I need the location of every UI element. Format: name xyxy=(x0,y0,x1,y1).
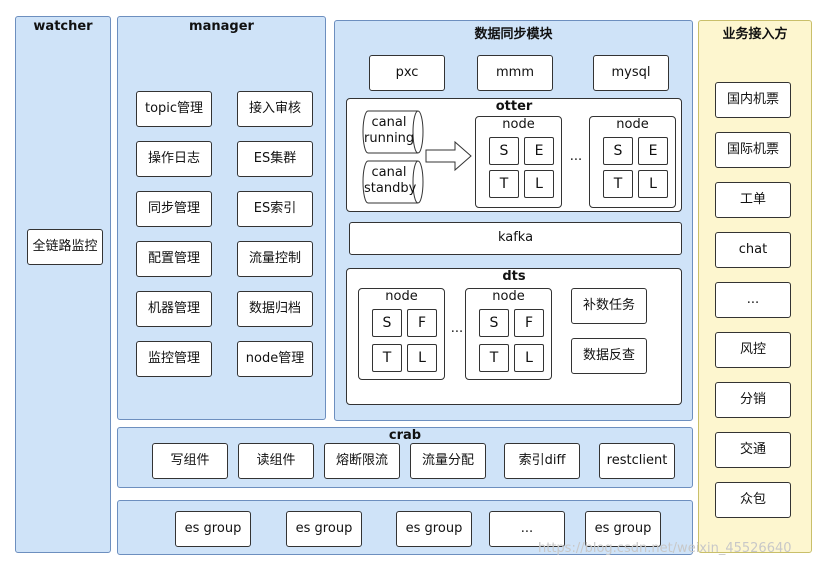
dts-node-title: node xyxy=(492,289,525,304)
dts-task-reverse-check: 数据反查 xyxy=(571,338,647,374)
business-item: chat xyxy=(715,232,791,268)
manager-item-es-cluster: ES集群 xyxy=(237,141,313,177)
dts-cell-l: L xyxy=(514,344,544,372)
dts-cell-f: F xyxy=(407,309,437,337)
manager-item-sync: 同步管理 xyxy=(136,191,212,227)
source-mmm: mmm xyxy=(477,55,553,91)
manager-item-operation-log: 操作日志 xyxy=(136,141,212,177)
canal-running-label: canal running xyxy=(364,115,415,147)
es-group-box: es group xyxy=(585,511,661,547)
business-item: 风控 xyxy=(715,332,791,368)
es-group-ellipsis-box: ... xyxy=(489,511,565,547)
business-item: ... xyxy=(715,282,791,318)
dts-ellipsis: ... xyxy=(450,321,464,336)
otter-box: otter canal running canal standby node S xyxy=(346,98,682,212)
canal-running-cylinder: canal running xyxy=(362,110,424,154)
canal-standby-cylinder: canal standby xyxy=(362,160,424,204)
manager-item-node: node管理 xyxy=(237,341,313,377)
sync-module-panel: 数据同步模块 pxc mmm mysql otter canal running… xyxy=(334,20,693,421)
crab-item-restclient: restclient xyxy=(599,443,675,479)
manager-item-topic: topic管理 xyxy=(136,91,212,127)
otter-node-2: node S E T L xyxy=(589,116,676,208)
dts-node-2: node S F T L xyxy=(465,288,552,380)
otter-cell-s: S xyxy=(603,137,633,165)
watcher-panel: watcher 全链路监控 xyxy=(15,16,111,553)
sync-module-title: 数据同步模块 xyxy=(474,27,553,42)
cylinder-icon xyxy=(362,110,424,154)
business-panel: 业务接入方 国内机票 国际机票 工单 chat ... 风控 分销 交通 众包 xyxy=(698,20,812,553)
business-item: 工单 xyxy=(715,182,791,218)
business-item: 国际机票 xyxy=(715,132,791,168)
manager-item-monitor: 监控管理 xyxy=(136,341,212,377)
kafka-box: kafka xyxy=(349,222,682,255)
crab-title: crab xyxy=(388,428,422,443)
manager-item-data-archive: 数据归档 xyxy=(237,291,313,327)
manager-title: manager xyxy=(189,19,254,34)
manager-item-access-review: 接入审核 xyxy=(237,91,313,127)
manager-item-es-index: ES索引 xyxy=(237,191,313,227)
manager-panel: manager topic管理 操作日志 同步管理 配置管理 机器管理 监控管理… xyxy=(117,16,326,420)
dts-cell-t: T xyxy=(372,344,402,372)
watcher-title: watcher xyxy=(33,19,93,34)
manager-item-flow-control: 流量控制 xyxy=(237,241,313,277)
dts-node-1: node S F T L xyxy=(358,288,445,380)
dts-cell-s: S xyxy=(479,309,509,337)
otter-cell-l: L xyxy=(524,170,554,198)
dts-box: dts node S F T L ... node S F T L 补数任务 数… xyxy=(346,268,682,405)
dts-cell-s: S xyxy=(372,309,402,337)
otter-cell-t: T xyxy=(603,170,633,198)
business-item: 众包 xyxy=(715,482,791,518)
otter-ellipsis: ... xyxy=(569,149,583,164)
full-chain-monitor-box: 全链路监控 xyxy=(27,229,103,265)
crab-item-read: 读组件 xyxy=(238,443,314,479)
right-arrow-icon xyxy=(425,140,472,172)
otter-cell-l: L xyxy=(638,170,668,198)
otter-node-title: node xyxy=(616,117,649,132)
otter-title: otter xyxy=(495,99,533,114)
manager-item-config: 配置管理 xyxy=(136,241,212,277)
otter-node-1: node S E T L xyxy=(475,116,562,208)
crab-item-traffic-split: 流量分配 xyxy=(410,443,486,479)
otter-cell-e: E xyxy=(638,137,668,165)
dts-cell-t: T xyxy=(479,344,509,372)
business-item: 交通 xyxy=(715,432,791,468)
es-group-panel: es group es group es group ... es group xyxy=(117,500,693,555)
otter-node-title: node xyxy=(502,117,535,132)
es-group-box: es group xyxy=(175,511,251,547)
es-group-box: es group xyxy=(396,511,472,547)
business-item: 国内机票 xyxy=(715,82,791,118)
dts-cell-l: L xyxy=(407,344,437,372)
otter-cell-e: E xyxy=(524,137,554,165)
manager-item-machine: 机器管理 xyxy=(136,291,212,327)
dts-task-backfill: 补数任务 xyxy=(571,288,647,324)
otter-cell-t: T xyxy=(489,170,519,198)
crab-panel: crab 写组件 读组件 熔断限流 流量分配 索引diff restclient xyxy=(117,427,693,488)
dts-title: dts xyxy=(502,269,526,284)
crab-item-write: 写组件 xyxy=(152,443,228,479)
crab-item-circuit-breaker: 熔断限流 xyxy=(324,443,400,479)
source-pxc: pxc xyxy=(369,55,445,91)
es-group-box: es group xyxy=(286,511,362,547)
source-mysql: mysql xyxy=(593,55,669,91)
crab-item-index-diff: 索引diff xyxy=(504,443,580,479)
cylinder-icon xyxy=(362,160,424,204)
dts-cell-f: F xyxy=(514,309,544,337)
business-title: 业务接入方 xyxy=(722,27,788,42)
dts-node-title: node xyxy=(385,289,418,304)
business-item: 分销 xyxy=(715,382,791,418)
watermark: https://blog.csdn.net/weixin_45526640 xyxy=(538,541,792,556)
canal-standby-label: canal standby xyxy=(364,165,417,197)
otter-cell-s: S xyxy=(489,137,519,165)
